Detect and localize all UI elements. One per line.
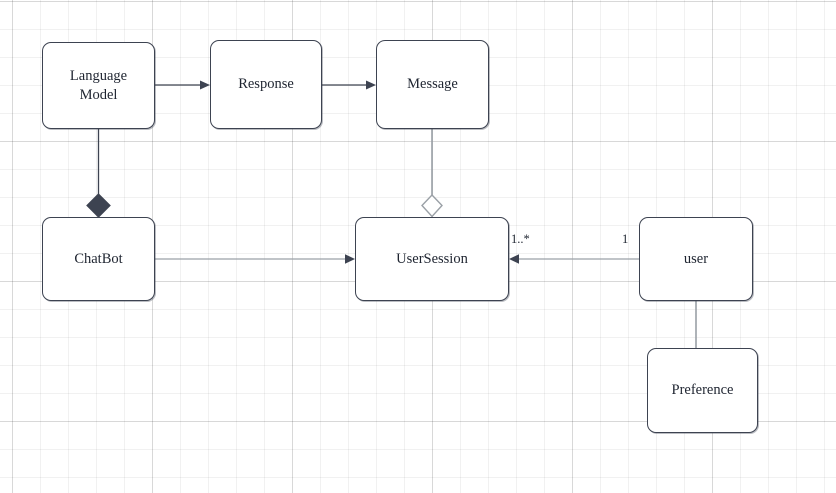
edge-response-to-message xyxy=(322,80,376,90)
edge-language-model-to-response xyxy=(155,80,210,90)
node-chatbot[interactable]: ChatBot xyxy=(42,217,155,301)
node-chatbot-label: ChatBot xyxy=(74,250,123,267)
node-usersession[interactable]: UserSession xyxy=(355,217,509,301)
edge-label-multiplicity-one: 1 xyxy=(622,232,629,246)
node-message[interactable]: Message xyxy=(376,40,489,129)
node-response-label: Response xyxy=(238,76,294,93)
node-response[interactable]: Response xyxy=(210,40,322,129)
edge-user-to-usersession xyxy=(509,254,639,264)
node-preference-label: Preference xyxy=(671,382,734,399)
node-preference[interactable]: Preference xyxy=(647,348,758,433)
node-message-label: Message xyxy=(407,76,458,93)
node-language-model[interactable]: Language Model xyxy=(42,42,155,129)
edge-chatbot-to-usersession xyxy=(155,254,355,264)
node-user-label: user xyxy=(683,250,709,267)
edge-label-multiplicity-many: 1..* xyxy=(511,232,530,246)
edge-message-to-usersession xyxy=(421,129,443,218)
node-user[interactable]: user xyxy=(639,217,753,301)
node-language-model-label: Language Model xyxy=(69,67,128,103)
edge-language-model-to-chatbot xyxy=(86,129,111,218)
node-usersession-label: UserSession xyxy=(396,250,468,267)
